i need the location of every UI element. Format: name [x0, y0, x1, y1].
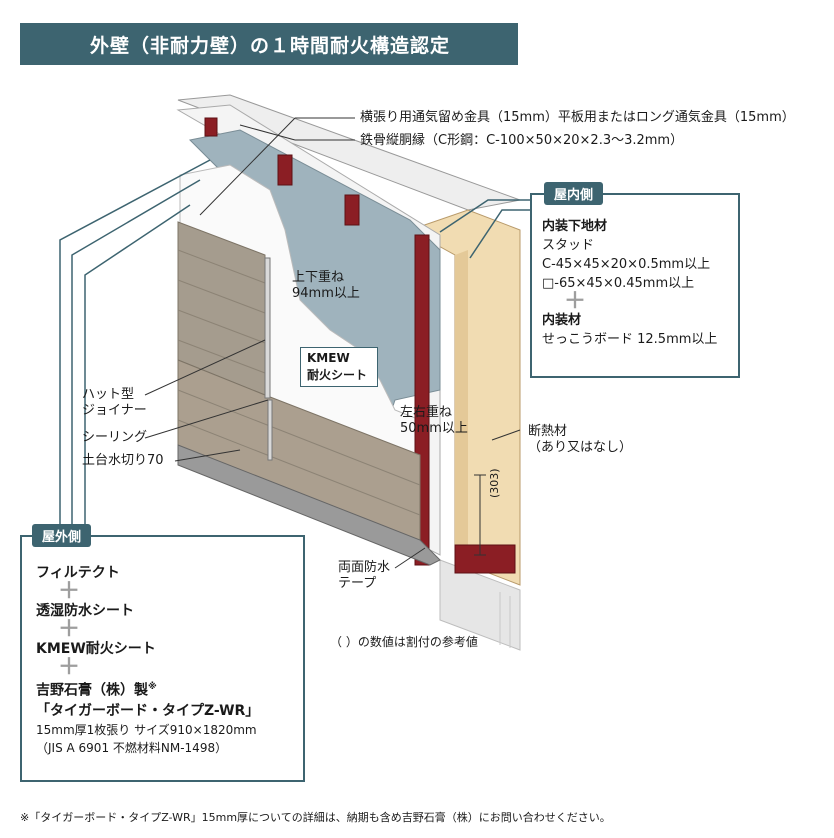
tigerboard-detail1: 15mm厚1枚張り サイズ910×1820mm [36, 722, 257, 737]
overlap-horizontal-label: 左右重ね 50mm以上 [400, 405, 468, 437]
outdoor-item-kmew: KMEW耐火シート [36, 641, 156, 657]
asterisk-mark: ※ [148, 682, 157, 692]
hat-joiner-line2: ジョイナー [82, 403, 147, 418]
overlap-vertical-line1: 上下重ね [292, 270, 345, 285]
outdoor-tag: 屋外側 [32, 524, 92, 547]
base-drip-flashing [177, 444, 441, 566]
reference-note: （ ）の数値は割付の参考値 [330, 635, 478, 649]
plus-icon: ＋ [58, 579, 81, 604]
tape-line1: 両面防水 [338, 560, 391, 575]
hat-joiner-label: ハット型 ジョイナー [82, 387, 147, 419]
fastener-label: 横張り用通気留め金具（15mm）平板用またはロング通気金具（15mm） [360, 110, 795, 125]
overlap-horizontal-line1: 左右重ね [400, 405, 453, 420]
waterproof-tape-label: 両面防水 テープ [338, 560, 390, 592]
siding-lower [177, 359, 421, 546]
page-title: 外壁（非耐力壁）の１時間耐火構造認定 [20, 23, 518, 65]
tigerboard-detail2: （JIS A 6901 不燃材料NM-1498） [36, 740, 228, 755]
outdoor-item-filtect: フィルテクト [36, 565, 120, 581]
dimension-303-label: (303) [488, 468, 501, 498]
kmew-sheet-line2: 耐火シート [307, 368, 368, 382]
plus-icon: ＋ [564, 289, 587, 314]
indoor-tag: 屋内側 [544, 182, 604, 205]
plus-icon: ＋ [58, 617, 81, 642]
indoor-base-title: 内装下地材 [542, 219, 608, 234]
indoor-finish-title: 内装材 [542, 313, 582, 328]
gypsum-board-edge [455, 250, 468, 565]
sealing-label: シーリング [82, 430, 148, 445]
hat-joiner-line1: ハット型 [82, 387, 135, 402]
insulation-line1: 断熱材 [528, 424, 568, 439]
indoor-spec-box: 内装下地材 スタッド C-45×45×20×0.5mm以上 □-65×45×0.… [530, 193, 740, 378]
indoor-base-line3: □-65×45×0.45mm以上 [542, 276, 695, 291]
outdoor-item-tigerboard: 「タイガーボード・タイプZ-WR」 [36, 702, 260, 719]
hat-joiner [264, 257, 271, 399]
plus-icon: ＋ [58, 655, 81, 680]
stud-label: 鉄骨縦胴縁（C形鋼：C-100×50×20×2.3～3.2mm） [360, 133, 684, 148]
overlap-vertical-label: 上下重ね 94mm以上 [292, 270, 360, 302]
insulation-label: 断熱材 （あり又はなし） [528, 424, 632, 456]
footnote: ※「タイガーボード・タイプZ-WR」15mm厚についての詳細は、納期も含め吉野石… [20, 811, 611, 824]
indoor-base-line1: スタッド [542, 238, 595, 253]
overlap-vertical-line2: 94mm以上 [292, 286, 360, 301]
outdoor-item-yoshino: 吉野石膏（株）製 [36, 682, 148, 699]
hat-joiner-lower [267, 399, 273, 461]
kmew-sheet-label: KMEW 耐火シート [300, 347, 378, 387]
kmew-sheet-line1: KMEW [307, 351, 350, 365]
tape-line2: テープ [338, 576, 377, 591]
outdoor-item-membrane: 透湿防水シート [36, 603, 134, 619]
outdoor-spec-box: フィルテクト ＋ 透湿防水シート ＋ KMEW耐火シート ＋ 吉野石膏（株）製※… [20, 535, 305, 782]
indoor-base-line2: C-45×45×20×0.5mm以上 [542, 257, 711, 272]
insulation-line2: （あり又はなし） [528, 440, 633, 455]
drip-label: 土台水切り70 [82, 453, 164, 468]
indoor-finish-line: せっこうボード 12.5mm以上 [542, 332, 718, 347]
overlap-horizontal-line2: 50mm以上 [400, 421, 468, 436]
